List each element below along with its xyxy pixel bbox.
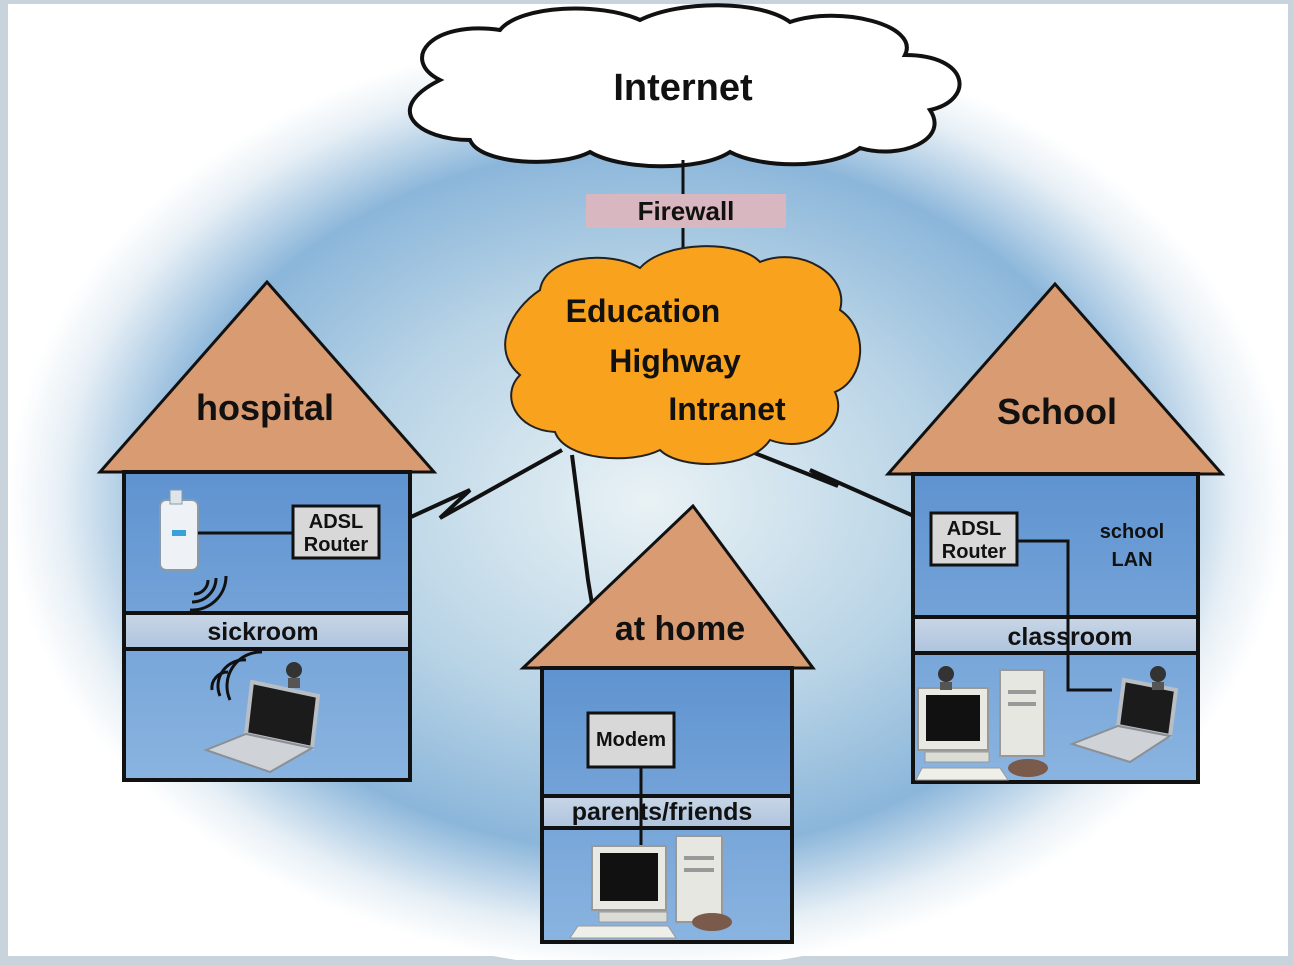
hospital-router-line1: ADSL <box>309 511 363 533</box>
internet-cloud <box>408 3 962 169</box>
intranet-label-line3: Intranet <box>668 391 786 427</box>
hospital-router-box <box>291 504 381 560</box>
school-lan-line2: LAN <box>1111 549 1152 571</box>
hospital-house: hospital sickroom ADSL Router <box>96 279 438 782</box>
hospital-router-line2: Router <box>304 534 369 556</box>
hospital-room-label: sickroom <box>207 618 318 646</box>
school-router-box <box>929 511 1019 567</box>
school-lan-link <box>1017 539 1112 692</box>
hospital-room-band <box>122 611 412 651</box>
school-lan-line1: school <box>1100 521 1164 543</box>
home-house: at home parents/friends Modem <box>519 503 816 944</box>
laptop-icon <box>203 650 321 774</box>
hospital-title: hospital <box>196 387 334 428</box>
desktop-computer-icon <box>569 835 732 939</box>
school-router-line1: ADSL <box>947 518 1001 540</box>
laptop-icon <box>1068 666 1179 764</box>
firewall-label: Firewall <box>638 196 735 226</box>
desktop-computer-icon <box>915 666 1048 781</box>
intranet-label-line2: Highway <box>609 343 741 379</box>
hospital-link <box>377 448 563 534</box>
access-point-icon <box>159 489 228 612</box>
home-title: at home <box>615 610 745 648</box>
modem-label: Modem <box>596 729 666 751</box>
school-link <box>751 450 935 527</box>
home-room-band <box>540 794 794 830</box>
school-router-line2: Router <box>942 541 1007 563</box>
firewall-box <box>586 194 786 228</box>
modem-box <box>586 711 676 769</box>
intranet-cloud <box>504 245 862 465</box>
school-house: School classroom ADSL Router school LAN <box>884 281 1226 784</box>
school-title: School <box>997 391 1117 432</box>
home-room-label: parents/friends <box>572 798 753 826</box>
school-room-label: classroom <box>1007 623 1132 651</box>
intranet-label-line1: Education <box>566 293 721 329</box>
school-room-band <box>911 615 1200 655</box>
internet-label: Internet <box>613 67 753 109</box>
